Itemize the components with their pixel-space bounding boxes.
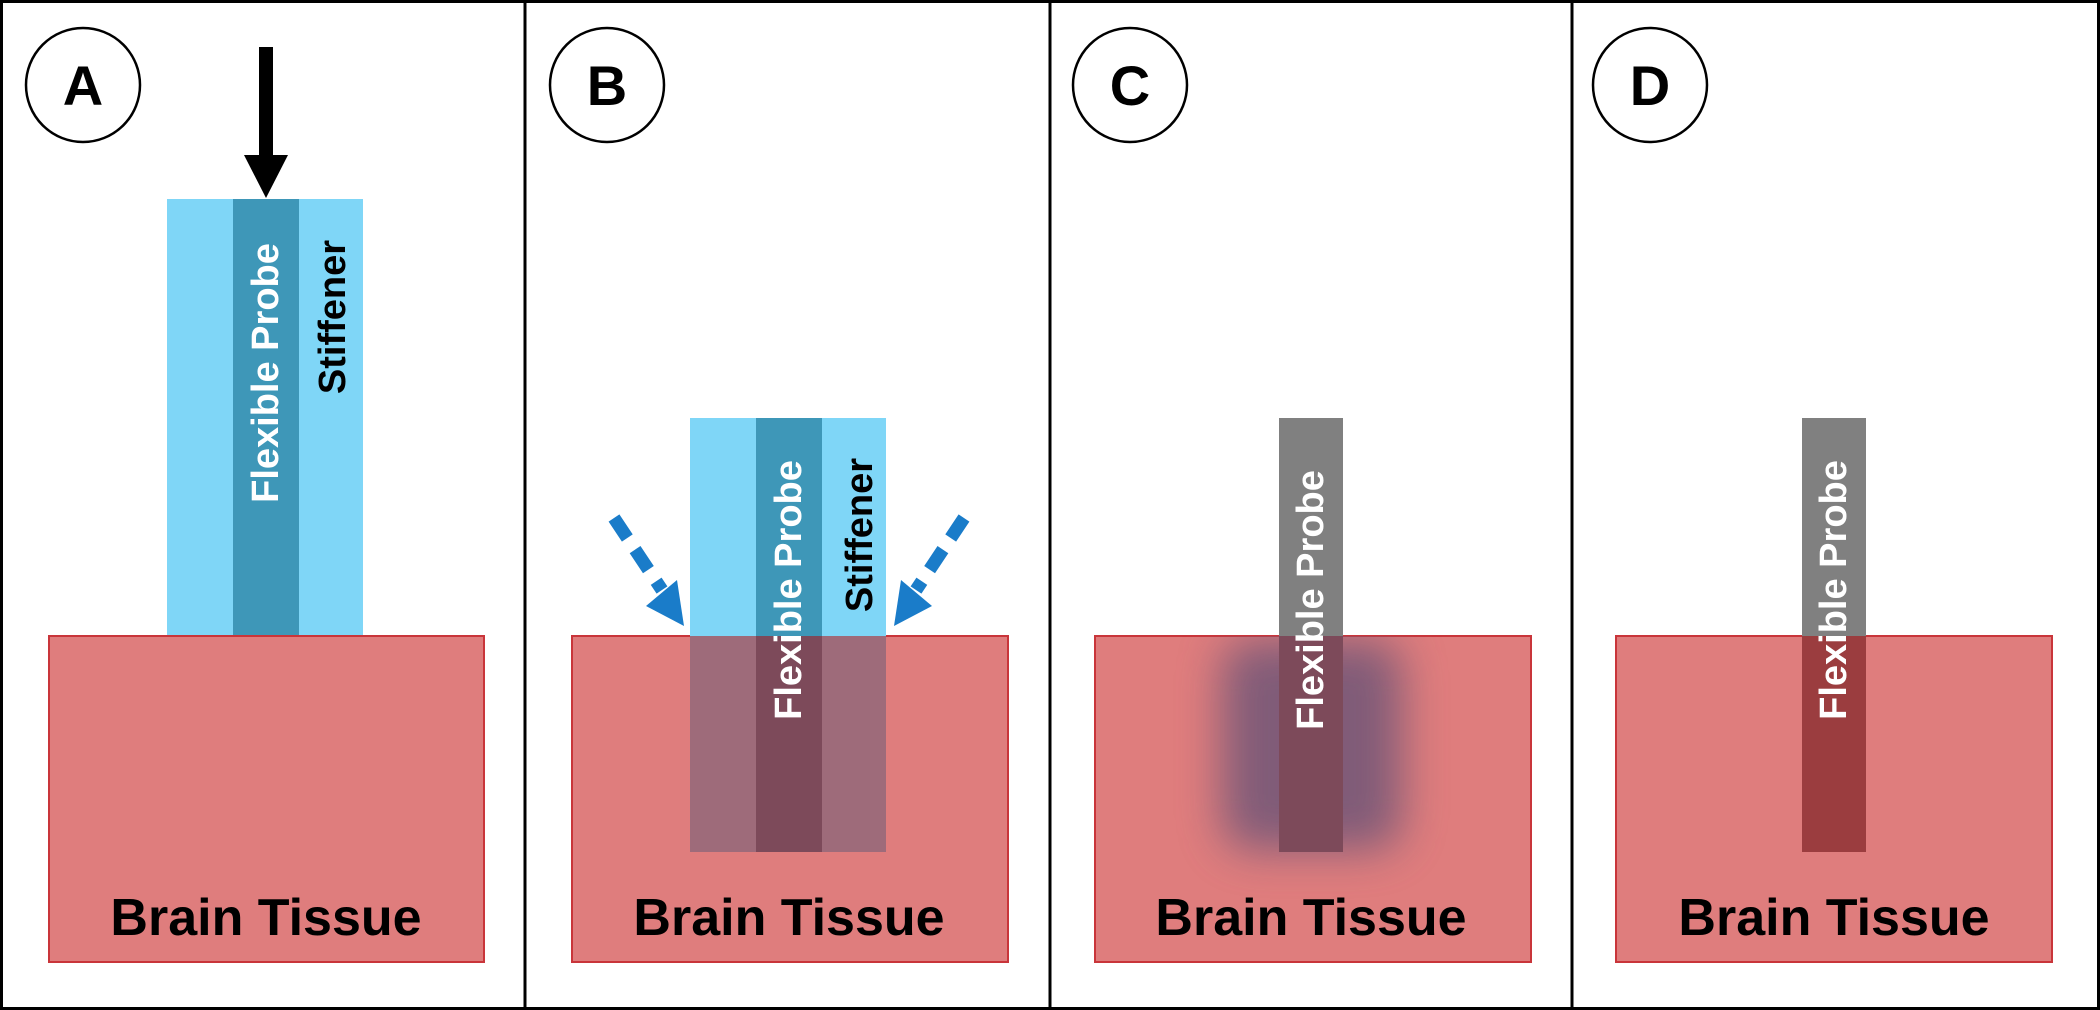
flexible-probe-label: Flexible Probe [245,243,287,503]
panel-b: B Flexible Probe Stiffener Brain Tissue [548,26,1009,963]
panel-badge [1071,26,1189,144]
flexible-probe [1802,418,1866,636]
flexible-probe-inserted [756,636,822,852]
panel-a: A Flexible Probe Stiffener Brain Tissue [24,26,485,963]
flexible-probe [756,418,822,636]
flexible-probe [233,199,299,635]
flexible-probe-label: Flexible Probe [768,460,810,720]
panel-badge-label: A [63,54,103,117]
panel-badge-label: B [587,54,627,117]
panel-badge [24,26,142,144]
panel-d: D Flexible Probe Brain Tissue [1591,26,2053,963]
stiffener-label: Stiffener [839,458,881,612]
down-arrow-icon [244,47,288,198]
flexible-probe-label: Flexible Probe [1813,460,1855,720]
flexible-probe-inserted [1802,636,1866,852]
panel-badge-label: C [1110,54,1150,117]
brain-tissue-label: Brain Tissue [1155,889,1466,947]
panel-badge [1591,26,1709,144]
brain-tissue-label: Brain Tissue [110,889,421,947]
panel-badge-label: D [1630,54,1670,117]
brain-tissue [48,635,485,963]
panel-c: C Flexible Probe Brain Tissue [1071,26,1532,963]
flexible-probe-label: Flexible Probe [1290,470,1332,730]
brain-tissue-label: Brain Tissue [1678,889,1989,947]
stiffener-label: Stiffener [312,240,354,394]
flexible-probe [1279,418,1343,636]
panel-badge [548,26,666,144]
dashed-diagonal-arrow-icon [608,514,684,626]
dashed-diagonal-arrow-icon [894,514,970,626]
brain-tissue-label: Brain Tissue [633,889,944,947]
flexible-probe-inserted [1279,636,1343,852]
